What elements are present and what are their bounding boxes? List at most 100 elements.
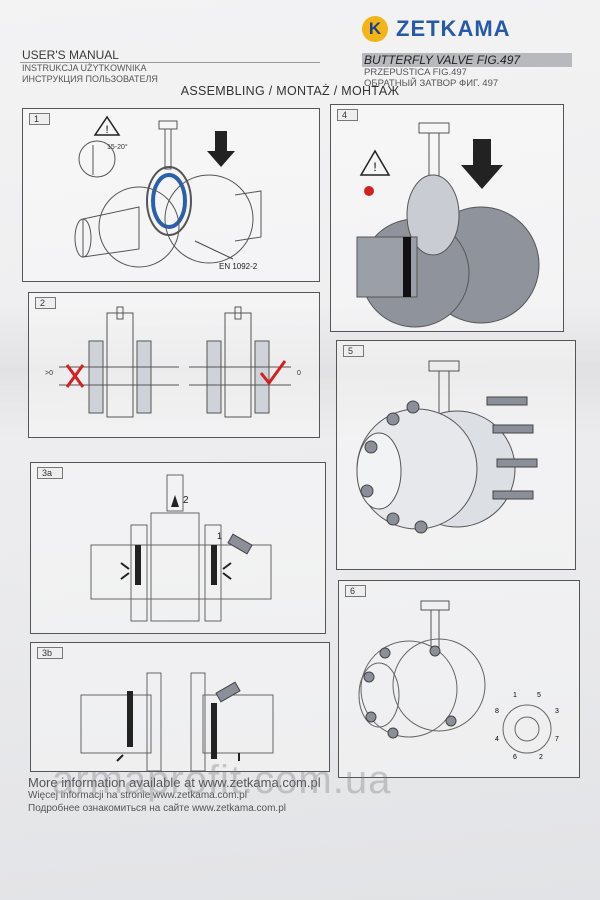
wrench-icon bbox=[215, 681, 241, 703]
push-arrows-icon bbox=[120, 562, 232, 580]
step-3a-illustration: 2 1 bbox=[90, 474, 272, 622]
watermark: armaprofit.com.ua bbox=[52, 758, 392, 802]
step-3a-panel: 3a 2 1 bbox=[30, 462, 326, 634]
left-pipe bbox=[82, 206, 140, 258]
arrow-up-icon bbox=[171, 495, 179, 507]
valve-handle-icon bbox=[420, 600, 450, 611]
bolt-set bbox=[486, 396, 538, 500]
valve-handle-icon bbox=[158, 120, 178, 170]
step-5-panel: 5 bbox=[336, 340, 576, 570]
step-1-panel: 1 ! 15-20° EN 1092-2 bbox=[22, 108, 320, 282]
step-2-illustration: >0 0 bbox=[45, 306, 301, 418]
manual-header: USER'S MANUAL INSTRUKCJA UŻYTKOWNIKA ИНС… bbox=[20, 48, 320, 85]
footer-line-en: More information available at www.zetkam… bbox=[28, 775, 321, 790]
label-two: 2 bbox=[183, 495, 189, 506]
check-mark-icon bbox=[259, 360, 287, 386]
product-title-pl: PRZEPUSTICA FIG.497 bbox=[364, 67, 467, 78]
svg-text:4: 4 bbox=[495, 736, 499, 743]
svg-text:6: 6 bbox=[513, 754, 517, 761]
nut-set bbox=[360, 400, 428, 534]
label-one: 1 bbox=[217, 531, 222, 541]
push-arrows-icon bbox=[116, 753, 240, 762]
step-4-illustration: ! bbox=[356, 122, 540, 328]
valve-disc-seal bbox=[151, 173, 187, 229]
zetkama-logo: K ZETKAMA bbox=[362, 16, 511, 42]
product-header: BUTTERFLY VALVE FIG.497 PRZEPUSTICA FIG.… bbox=[362, 53, 572, 89]
svg-text:!: ! bbox=[373, 160, 376, 174]
step-number: 5 bbox=[343, 345, 365, 357]
valve-handle-icon bbox=[418, 122, 450, 134]
pipe-section bbox=[90, 544, 272, 600]
section-title: ASSEMBLING / MONTAŻ / МОНТАЖ bbox=[180, 84, 400, 98]
logo-emblem: K bbox=[362, 16, 388, 42]
step-2-panel: 2 >0 0 bbox=[28, 292, 320, 438]
manual-title: USER'S MANUAL bbox=[20, 48, 320, 63]
svg-text:8: 8 bbox=[495, 708, 499, 715]
left-flange bbox=[130, 524, 148, 622]
seal-right bbox=[211, 545, 217, 585]
nut-set bbox=[363, 645, 457, 739]
step-3b-panel: 3b bbox=[30, 642, 330, 772]
left-flange bbox=[98, 186, 180, 268]
standard-label: EN 1092-2 bbox=[219, 262, 258, 271]
warning-icon: ! bbox=[359, 149, 391, 196]
gap-label: >0 bbox=[45, 370, 53, 377]
angle-label: 15-20° bbox=[107, 143, 128, 151]
left-pipe bbox=[80, 694, 152, 754]
warning-icon: ! bbox=[93, 115, 121, 136]
seal-left bbox=[135, 545, 141, 585]
step-1-illustration: ! 15-20° EN 1092-2 bbox=[74, 115, 262, 271]
step-number: 3a bbox=[37, 467, 64, 479]
step-5-illustration bbox=[356, 360, 538, 534]
arrow-down-icon bbox=[207, 131, 235, 167]
seal-right bbox=[211, 703, 217, 759]
seal-left bbox=[127, 691, 133, 747]
manual-title-pl: INSTRUKCJA UŻYTKOWNIKA bbox=[22, 63, 147, 73]
svg-text:2: 2 bbox=[539, 754, 543, 761]
left-flange bbox=[360, 640, 458, 738]
footer-line-pl: Więcej informacji na stronie www.zetkama… bbox=[28, 790, 247, 801]
step-number: 3b bbox=[37, 647, 64, 659]
footer-line-ru: Подробнее ознакомиться на сайте www.zetk… bbox=[28, 803, 286, 814]
svg-text:1: 1 bbox=[513, 692, 517, 699]
valve-body bbox=[146, 166, 192, 236]
svg-text:!: ! bbox=[105, 124, 108, 136]
correct-assembly: 0 bbox=[189, 306, 301, 418]
svg-text:7: 7 bbox=[555, 736, 559, 743]
valve-stem bbox=[430, 609, 440, 651]
arrow-down-icon bbox=[461, 139, 503, 189]
right-flange bbox=[190, 672, 206, 771]
left-flange bbox=[146, 672, 162, 771]
step-number: 2 bbox=[35, 297, 57, 309]
wrong-assembly: >0 bbox=[45, 306, 179, 418]
step-number: 6 bbox=[345, 585, 367, 597]
pipe-opening bbox=[356, 432, 402, 510]
svg-text:3: 3 bbox=[555, 708, 559, 715]
product-title: BUTTERFLY VALVE FIG.497 bbox=[362, 53, 572, 67]
footer-info: More information available at www.zetkam… bbox=[28, 776, 348, 815]
zero-label: 0 bbox=[297, 370, 301, 377]
valve-handle-icon bbox=[428, 360, 460, 372]
valve-body bbox=[406, 174, 460, 256]
svg-text:5: 5 bbox=[537, 692, 541, 699]
product-title-ru: ОБРАТНЫЙ ЗАТВОР ФИГ. 497 bbox=[364, 78, 499, 89]
wrong-mark-icon bbox=[65, 364, 85, 388]
detail-circle bbox=[78, 140, 116, 178]
valve-stem bbox=[166, 474, 184, 512]
right-pipe bbox=[234, 190, 262, 242]
step-number: 1 bbox=[29, 113, 51, 125]
bolt-order-diagram: 1 5 3 7 2 6 4 8 bbox=[495, 692, 559, 761]
valve-body bbox=[150, 512, 200, 622]
step-6-illustration: 1 5 3 7 2 6 4 8 bbox=[358, 600, 559, 761]
right-flange bbox=[392, 638, 486, 732]
step-4-panel: 4 ! bbox=[330, 104, 564, 332]
pipe-opening bbox=[358, 662, 400, 728]
step-number: 4 bbox=[337, 109, 359, 121]
step-3b-illustration bbox=[80, 672, 274, 771]
logo-text: ZETKAMA bbox=[396, 16, 511, 41]
right-flange bbox=[164, 174, 254, 264]
right-flange bbox=[204, 524, 222, 622]
valve-stem bbox=[438, 370, 450, 418]
step-6-panel: 6 1 5 3 7 2 6 4 8 bbox=[338, 580, 580, 778]
